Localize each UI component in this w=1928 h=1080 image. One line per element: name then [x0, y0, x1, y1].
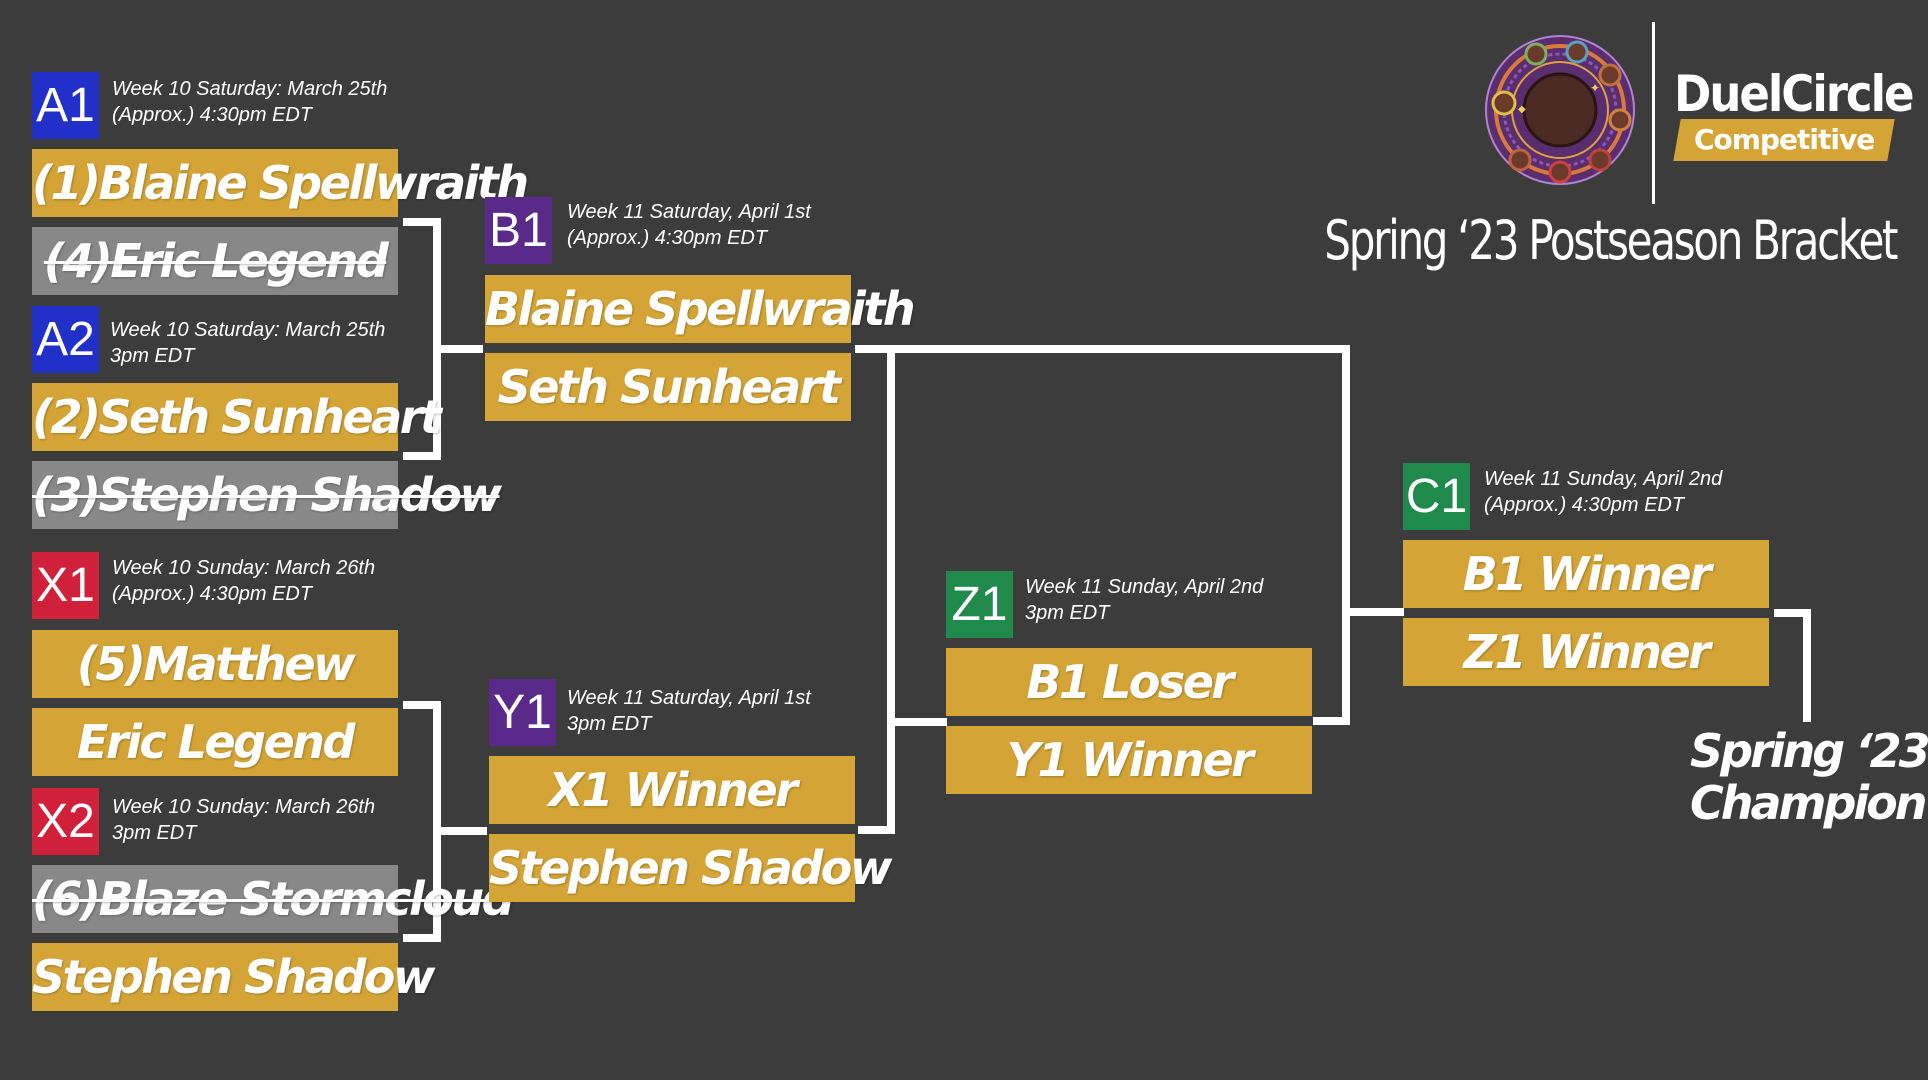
slot-x1-bottom[interactable]: Eric Legend — [32, 708, 398, 776]
slot-z1-top[interactable]: B1 Loser — [946, 648, 1312, 716]
match-date: Week 11 Saturday, April 1st — [567, 687, 811, 709]
match-info-z1: Week 11 Sunday, April 2nd 3pm EDT — [1025, 574, 1355, 626]
match-info-x2: Week 10 Sunday: March 26th 3pm EDT — [112, 794, 442, 846]
slot-b1-top[interactable]: Blaine Spellwraith — [485, 275, 916, 343]
match-info-a1: Week 10 Saturday: March 25th (Approx.) 4… — [112, 76, 442, 128]
slot-a2-top[interactable]: (2)Seth Sunheart — [32, 383, 442, 451]
slot-a1-top[interactable]: (1)Blaine Spellwraith — [32, 149, 529, 217]
header-divider — [1652, 22, 1655, 204]
match-info-x1: Week 10 Sunday: March 26th (Approx.) 4:3… — [112, 555, 442, 607]
match-date: Week 11 Saturday, April 1st — [567, 201, 811, 223]
match-time: (Approx.) 4:30pm EDT — [567, 227, 768, 249]
slot-b1-bottom[interactable]: Seth Sunheart — [485, 353, 851, 421]
champion-line-2: Champion — [1690, 776, 1928, 830]
match-time: (Approx.) 4:30pm EDT — [1484, 494, 1685, 516]
svg-text:✦: ✦ — [1590, 81, 1600, 95]
slot-a1-bottom[interactable]: (4)Eric Legend — [32, 227, 398, 295]
match-badge-a1: A1 — [32, 72, 99, 139]
match-badge-x2: X2 — [32, 788, 99, 855]
svg-text:◆: ◆ — [1518, 104, 1526, 115]
match-date: Week 11 Sunday, April 2nd — [1025, 576, 1264, 598]
slot-x1-top[interactable]: (5)Matthew — [32, 630, 398, 698]
match-time: 3pm EDT — [112, 822, 197, 844]
match-badge-y1: Y1 — [489, 679, 556, 746]
slot-a2-bottom[interactable]: (3)Stephen Shadow — [32, 461, 502, 529]
match-time: 3pm EDT — [1025, 602, 1110, 624]
slot-y1-bottom[interactable]: Stephen Shadow — [489, 834, 892, 902]
match-info-c1: Week 11 Sunday, April 2nd (Approx.) 4:30… — [1484, 466, 1814, 518]
match-date: Week 10 Saturday: March 25th — [110, 319, 386, 341]
match-date: Week 11 Sunday, April 2nd — [1484, 468, 1723, 490]
brand-subtitle: Competitive — [1693, 123, 1875, 156]
match-badge-c1: C1 — [1403, 463, 1470, 530]
match-date: Week 10 Sunday: March 26th — [112, 796, 376, 818]
brand-subtitle-badge: Competitive — [1673, 119, 1895, 161]
match-badge-x1: X1 — [32, 552, 99, 619]
match-time: 3pm EDT — [110, 345, 195, 367]
match-time: 3pm EDT — [567, 713, 652, 735]
slot-z1-bottom[interactable]: Y1 Winner — [946, 726, 1312, 794]
match-time: (Approx.) 4:30pm EDT — [112, 104, 313, 126]
slot-y1-top[interactable]: X1 Winner — [489, 756, 855, 824]
slot-x2-top[interactable]: (6)Blaze Stormcloud — [32, 865, 515, 933]
bracket-title: Spring ‘23 Postseason Bracket — [1324, 209, 1898, 272]
slot-x2-bottom[interactable]: Stephen Shadow — [32, 943, 435, 1011]
match-info-a2: Week 10 Saturday: March 25th 3pm EDT — [110, 317, 440, 369]
match-badge-b1: B1 — [485, 197, 552, 264]
slot-c1-top[interactable]: B1 Winner — [1403, 540, 1769, 608]
match-time: (Approx.) 4:30pm EDT — [112, 583, 313, 605]
match-badge-z1: Z1 — [946, 571, 1013, 638]
champion-line-1: Spring ‘23 — [1690, 724, 1928, 778]
brand-name: DuelCircle — [1674, 65, 1915, 123]
slot-c1-bottom[interactable]: Z1 Winner — [1403, 618, 1769, 686]
match-info-y1: Week 11 Saturday, April 1st 3pm EDT — [567, 685, 897, 737]
duelcircle-logo-icon: ✦ ◆ — [1485, 35, 1635, 185]
match-date: Week 10 Sunday: March 26th — [112, 557, 376, 579]
match-badge-a2: A2 — [32, 306, 99, 373]
match-date: Week 10 Saturday: March 25th — [112, 78, 388, 100]
match-info-b1: Week 11 Saturday, April 1st (Approx.) 4:… — [567, 199, 897, 251]
champion-label: Spring ‘23 Champion — [1690, 724, 1928, 830]
